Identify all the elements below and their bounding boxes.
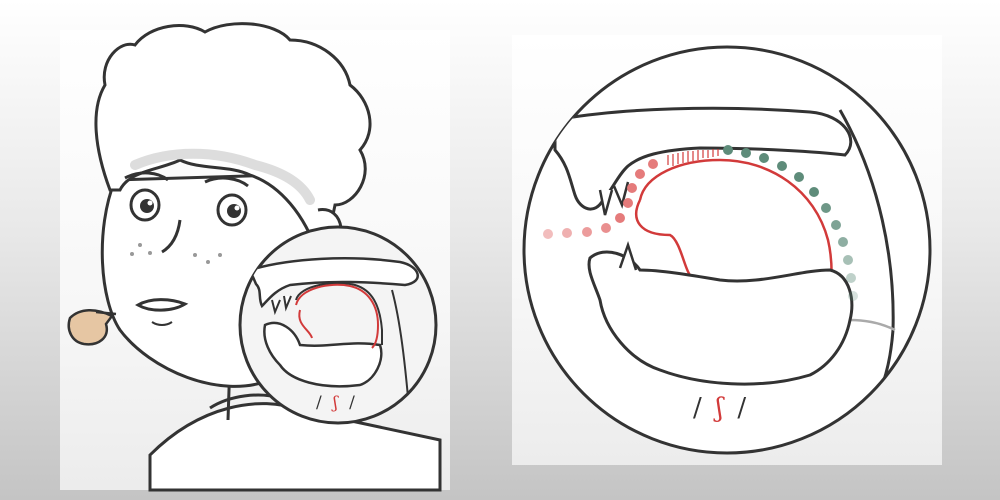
boy-nose <box>161 219 182 254</box>
airflow-front-dots <box>543 159 658 239</box>
small-palate <box>248 257 419 309</box>
boy-chin-line <box>151 321 173 326</box>
left-eyebrow <box>124 171 169 182</box>
small-jaw <box>263 321 383 388</box>
airflow-back-dots <box>723 145 858 301</box>
right-phoneme-label: / ʃ / <box>693 393 750 423</box>
upper-palate <box>553 106 853 211</box>
boy-mouth <box>135 298 189 312</box>
right-eyebrow <box>204 176 249 188</box>
left-phoneme-label: / ʃ / <box>316 393 358 413</box>
friction-marks <box>667 149 719 166</box>
boy-shirt <box>148 402 442 492</box>
lower-jaw <box>587 250 854 386</box>
small-tongue-red <box>295 283 380 349</box>
pointing-hand-icon <box>67 309 117 346</box>
freckles <box>130 243 222 264</box>
small-teeth <box>271 295 292 316</box>
hair-shadow <box>130 148 315 205</box>
upper-teeth <box>598 181 630 216</box>
lower-teeth <box>618 241 638 271</box>
epiglottis-line <box>849 318 896 332</box>
small-tongue-outline <box>295 282 383 345</box>
boy-hair <box>94 22 372 258</box>
